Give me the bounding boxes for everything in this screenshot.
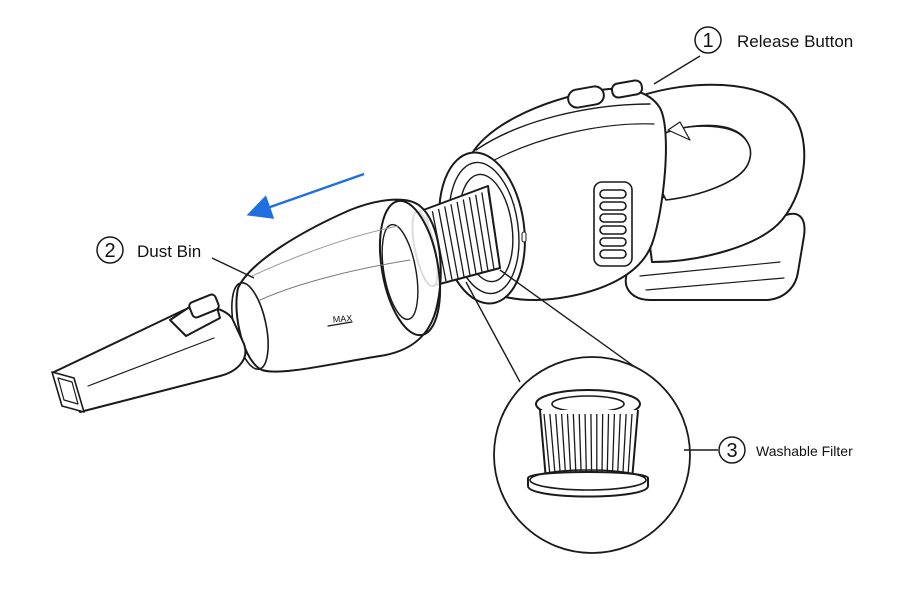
- filter-pleat: [468, 196, 483, 273]
- filter-pleat: [572, 413, 577, 477]
- filter-pleat: [555, 413, 562, 477]
- dust-bin: [231, 198, 442, 373]
- filter-pleat: [543, 413, 551, 477]
- washable-filter-detail: [527, 389, 649, 498]
- callout-dust-bin: 2 Dust Bin: [96, 236, 255, 279]
- callout-number: 3: [726, 440, 737, 462]
- filter-pleat: [584, 413, 588, 477]
- callout-number-badge: [718, 436, 746, 464]
- callout-number: 2: [104, 240, 115, 262]
- callout-label: Dust Bin: [137, 242, 201, 261]
- filter-pleat: [566, 413, 572, 477]
- callout-label: Washable Filter: [756, 443, 853, 459]
- filter-pleat: [606, 413, 610, 477]
- filter-pleat: [627, 413, 633, 477]
- callout-number-badge: [96, 236, 124, 264]
- filter-pleat: [444, 206, 459, 279]
- filter-pleat: [616, 413, 621, 477]
- filter-pleat: [590, 413, 593, 477]
- filter-pleat: [560, 413, 567, 477]
- filter-pleat: [450, 204, 465, 277]
- filter-pleat: [481, 192, 495, 270]
- callout-number: 1: [702, 30, 713, 52]
- filter-pleat: [462, 199, 477, 274]
- crevice-nozzle: [51, 293, 247, 413]
- callout-release-button: 1 Release Button: [653, 26, 853, 85]
- filter-pleat: [601, 413, 604, 477]
- filter-pleat: [578, 413, 582, 477]
- filter-pleat: [474, 194, 489, 272]
- filter-pleat: [456, 201, 471, 276]
- callout-label: Release Button: [737, 32, 853, 51]
- filter-pleat: [437, 208, 453, 280]
- filter-pleat: [611, 413, 616, 477]
- callout-washable-filter: 3 Washable Filter: [684, 436, 853, 464]
- filter-pleat: [622, 413, 627, 477]
- filter-pleat: [487, 189, 501, 269]
- direction-arrow-icon: [246, 172, 365, 219]
- filter-pleat: [549, 413, 556, 477]
- max-fill-mark: MAX: [332, 313, 352, 324]
- callout-number-badge: [694, 26, 722, 54]
